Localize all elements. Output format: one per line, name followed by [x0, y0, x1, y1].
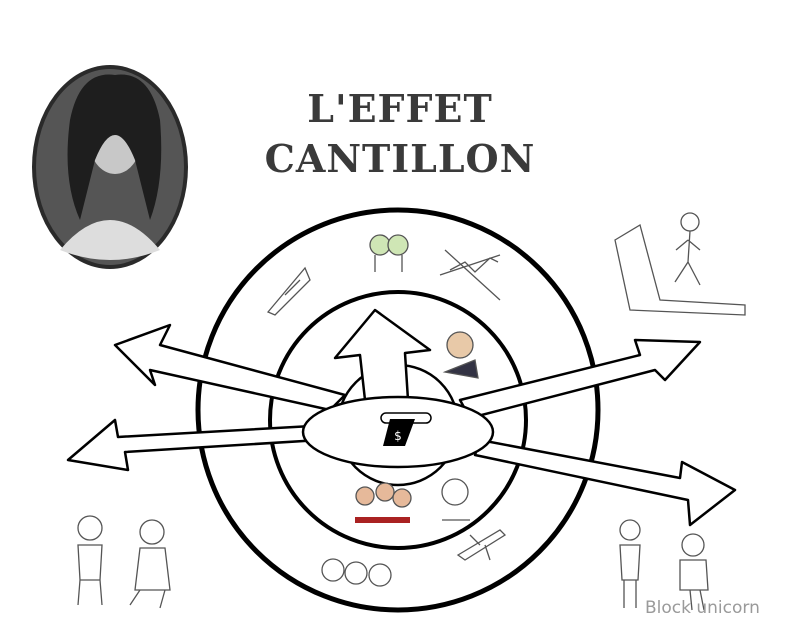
money-bag-man-icon — [369, 234, 409, 272]
treasury-logo-icon: $ — [380, 412, 432, 446]
private-jet-icon — [456, 529, 507, 561]
title-line-1: L'EFFET — [307, 86, 493, 131]
watermark-text: Block unicorn — [645, 598, 760, 618]
arrow-right-upper — [458, 338, 702, 420]
rising-chart-icon — [439, 249, 501, 301]
money-bags-icon — [321, 558, 392, 587]
arrow-up — [333, 308, 432, 402]
arrow-left-lower — [66, 418, 332, 472]
banker-icon — [442, 331, 479, 379]
yacht-icon — [266, 266, 311, 316]
poor-children-icon — [77, 515, 171, 609]
arrow-right-lower — [473, 438, 737, 527]
arrow-left-upper — [113, 323, 347, 412]
sitting-couple-icon — [619, 519, 709, 611]
watermark: Block unicorn — [645, 598, 760, 618]
billionaires-icon — [355, 482, 412, 523]
dollar-symbol: $ — [394, 429, 402, 443]
treadmill-runner-icon — [614, 212, 746, 316]
businessman-icon — [441, 478, 470, 521]
title-line-2: CANTILLON — [264, 136, 536, 181]
portrait-icon — [32, 65, 188, 269]
